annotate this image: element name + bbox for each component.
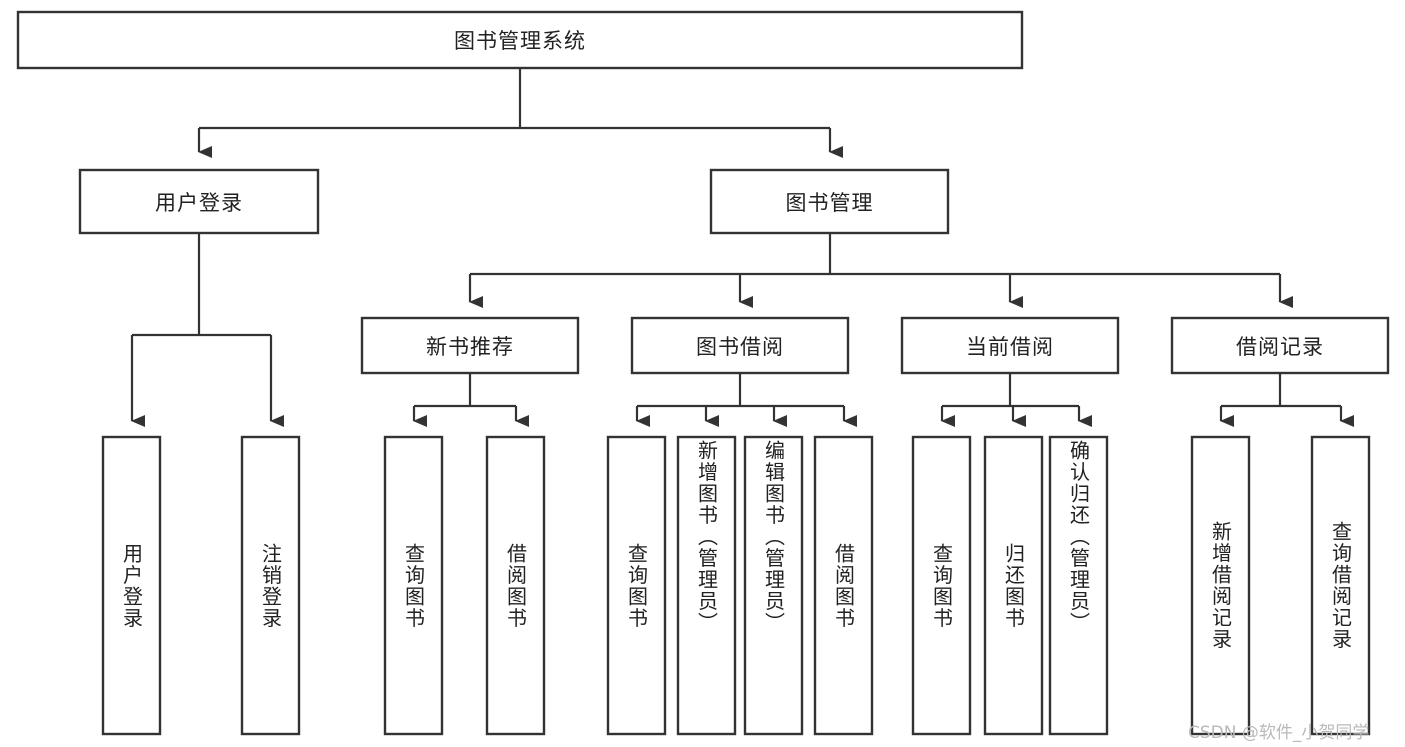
node-user-login-box[interactable] — [78, 168, 320, 235]
node-book-management-box[interactable] — [709, 168, 950, 235]
leaf-box-query-book-rec[interactable] — [383, 435, 444, 736]
leaf-box-logout[interactable] — [240, 435, 301, 736]
node-current-borrow-box[interactable] — [900, 316, 1120, 375]
connectors — [130, 68, 1354, 427]
node-new-book-recommend-box[interactable] — [360, 316, 580, 375]
leaf-box-query-book-current[interactable] — [911, 435, 972, 736]
leaf-box-return-book[interactable] — [983, 435, 1044, 736]
leaf-box-user-login[interactable] — [101, 435, 162, 736]
leaf-box-borrow-book[interactable] — [813, 435, 874, 736]
node-book-borrow-box[interactable] — [630, 316, 850, 375]
watermark-text: CSDN @软件_小贺同学 — [1188, 723, 1370, 743]
node-boxes — [16, 10, 1390, 736]
node-root-box[interactable] — [16, 10, 1024, 70]
node-borrow-record-box[interactable] — [1170, 316, 1390, 375]
leaf-box-add-book-admin[interactable] — [676, 435, 737, 736]
leaf-box-add-borrow-record[interactable] — [1190, 435, 1251, 736]
leaf-box-query-borrow-record[interactable] — [1310, 435, 1371, 736]
leaf-box-borrow-book-rec[interactable] — [485, 435, 546, 736]
leaf-box-query-book-borrow[interactable] — [606, 435, 667, 736]
leaf-box-edit-book-admin[interactable] — [743, 435, 804, 736]
leaf-box-confirm-return-admin[interactable] — [1048, 435, 1109, 736]
